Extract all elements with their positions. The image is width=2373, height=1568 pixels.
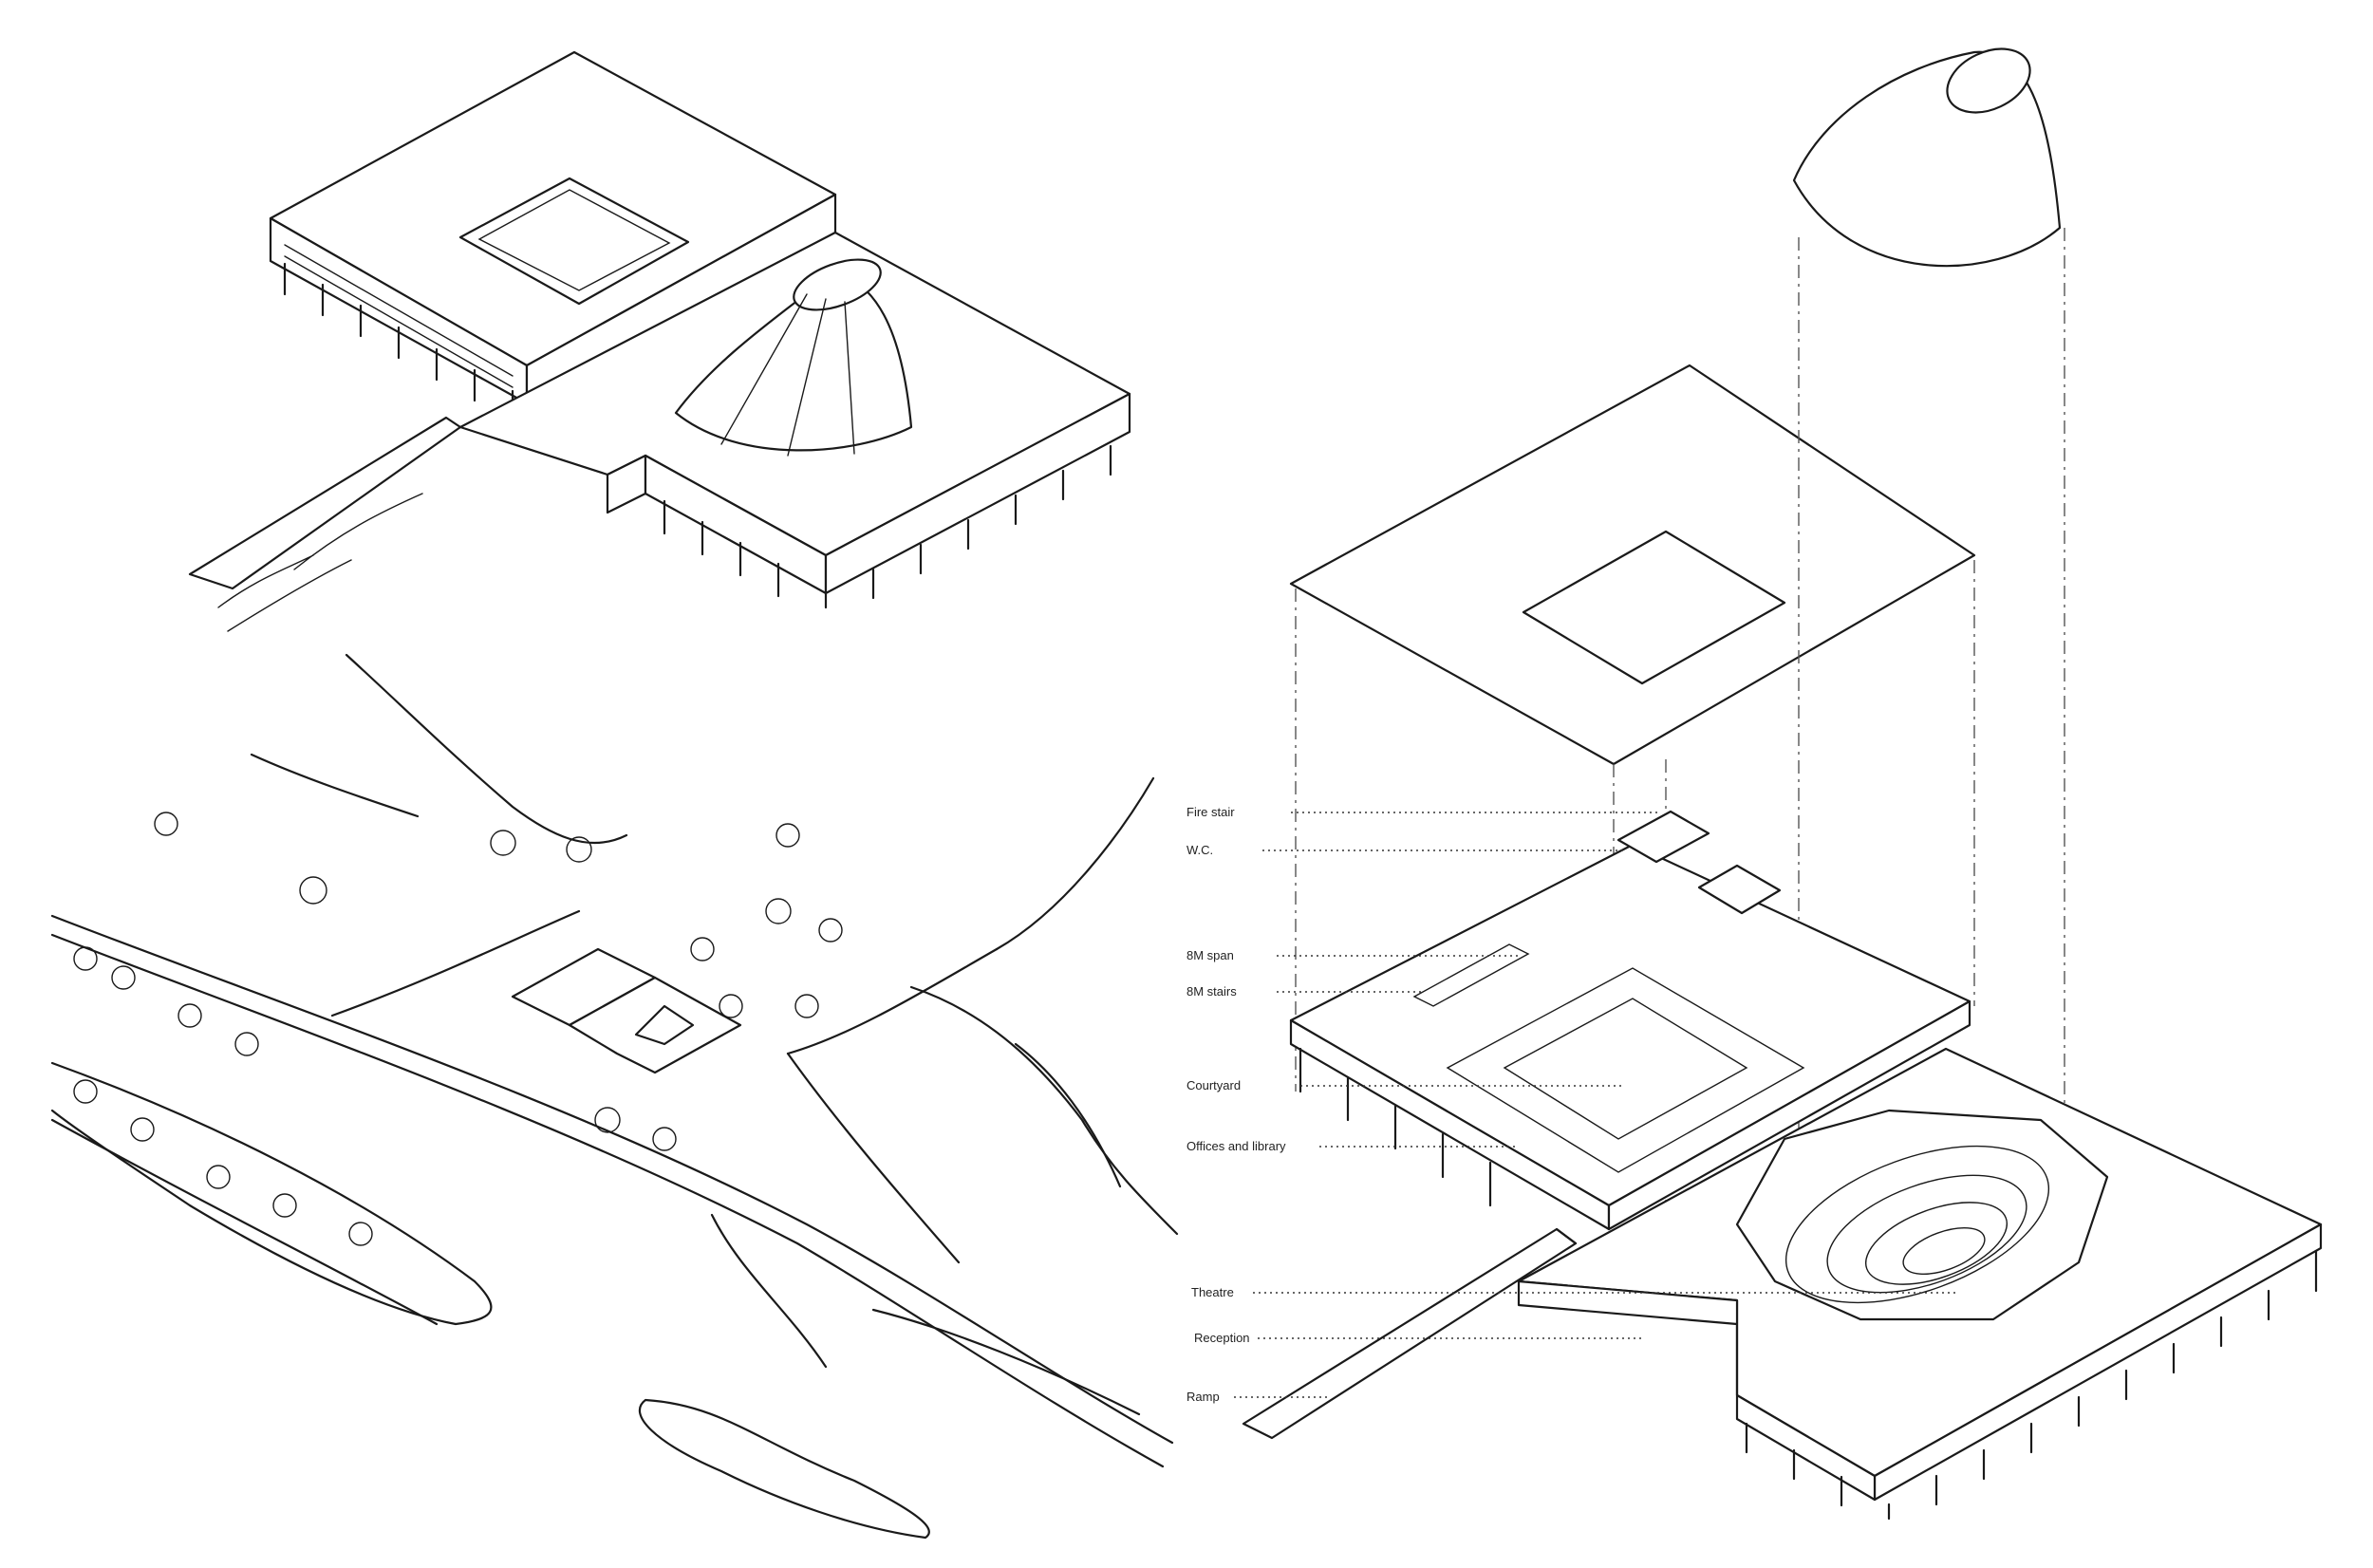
annotation-labels: Fire stair W.C. 8M span 8M stairs Courty…	[1186, 805, 1286, 1404]
label-courtyard: Courtyard	[1186, 1078, 1241, 1092]
tree-icon	[73, 812, 843, 1246]
label-offices-library: Offices and library	[1186, 1139, 1286, 1153]
label-8m-stairs: 8M stairs	[1186, 984, 1237, 999]
label-reception: Reception	[1194, 1331, 1250, 1345]
label-ramp: Ramp	[1186, 1390, 1220, 1404]
label-theatre: Theatre	[1191, 1285, 1234, 1299]
exploded-axonometric	[1234, 47, 2323, 1521]
label-fire-stair: Fire stair	[1186, 805, 1235, 819]
label-wc: W.C.	[1186, 843, 1213, 857]
building-axonometric	[188, 50, 1131, 632]
site-plan-sketch	[50, 653, 1179, 1540]
label-8m-span: 8M span	[1186, 948, 1234, 962]
